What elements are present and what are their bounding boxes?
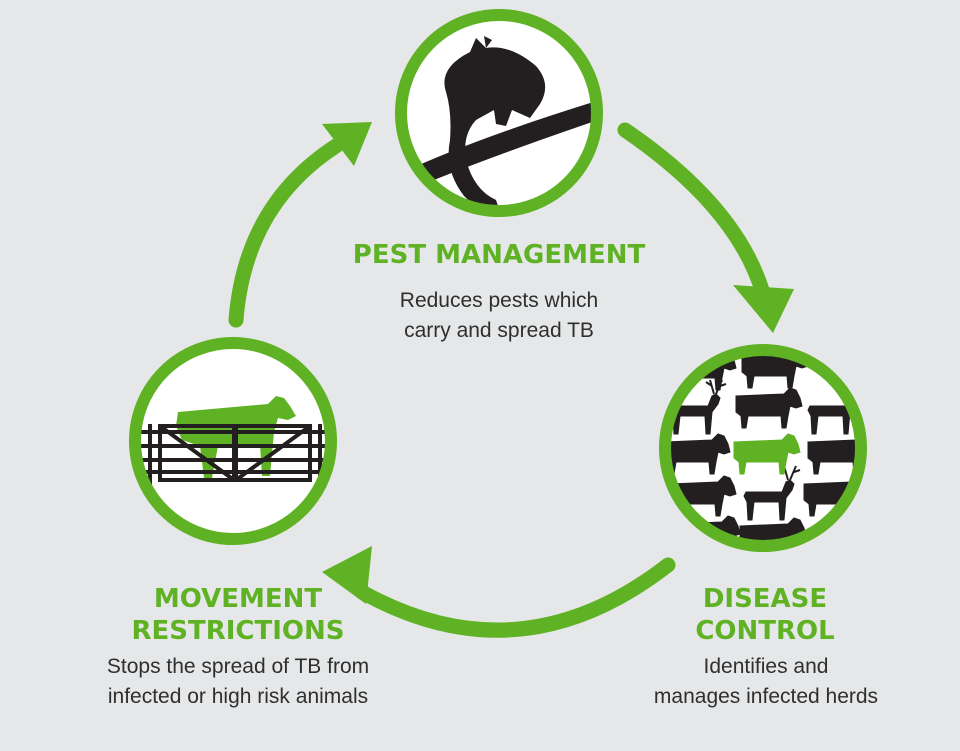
pest-management-circle <box>395 9 603 217</box>
movement-restrictions-title: MOVEMENT RESTRICTIONS <box>131 584 345 646</box>
disease-control-title: DISEASE CONTROL <box>695 584 835 646</box>
movement-restrictions-circle <box>129 337 337 545</box>
pest-management-description: Reduces pests which carry and spread TB <box>399 289 599 342</box>
disease-control-circle <box>659 344 867 552</box>
arrow-pest-to-disease <box>617 122 794 333</box>
movement-restrictions-description: Stops the spread of TB from infected or … <box>106 655 370 708</box>
arrow-movement-to-pest <box>228 122 372 328</box>
pest-management-title: PEST MANAGEMENT <box>352 240 646 270</box>
disease-control-description: Identifies and manages infected herds <box>653 655 879 708</box>
possum-on-branch-icon <box>401 36 597 211</box>
arrow-disease-to-movement <box>322 546 676 638</box>
